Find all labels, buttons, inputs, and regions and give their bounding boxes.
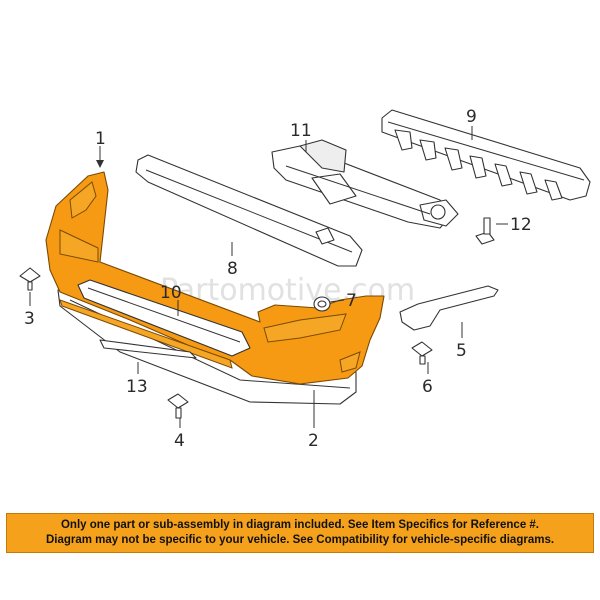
part-12-bolt	[475, 217, 495, 245]
disclaimer-banner: Only one part or sub-assembly in diagram…	[6, 513, 594, 553]
part-9-bracket	[381, 109, 591, 201]
callout-4: 4	[174, 431, 185, 451]
callout-8: 8	[227, 259, 238, 279]
callout-10: 10	[160, 283, 182, 303]
callout-2: 2	[308, 431, 319, 451]
part-11-beam	[271, 139, 459, 229]
leader-lines	[29, 126, 508, 428]
callout-6: 6	[422, 377, 433, 397]
callout-11: 11	[290, 121, 312, 141]
part-8-absorber	[135, 154, 363, 267]
part-1-bumper-cover	[45, 171, 385, 385]
disclaimer-line-2: Diagram may not be specific to your vehi…	[45, 534, 555, 546]
part-4-push-pin	[167, 393, 189, 419]
part-10-step-pad	[77, 279, 251, 357]
callout-5: 5	[456, 341, 467, 361]
part-3-push-pin	[19, 267, 41, 291]
callout-12: 12	[510, 215, 532, 235]
disclaimer-line-1: Only one part or sub-assembly in diagram…	[60, 519, 540, 531]
callout-13: 13	[126, 377, 148, 397]
part-7-grommet	[313, 296, 331, 312]
callout-1: 1	[95, 129, 106, 149]
part-5-side-bracket	[399, 285, 499, 331]
callout-3: 3	[24, 309, 35, 329]
callout-7: 7	[346, 291, 357, 311]
part-13-molding	[99, 339, 197, 359]
callout-9: 9	[466, 107, 477, 127]
part-6-push-pin	[411, 341, 433, 365]
